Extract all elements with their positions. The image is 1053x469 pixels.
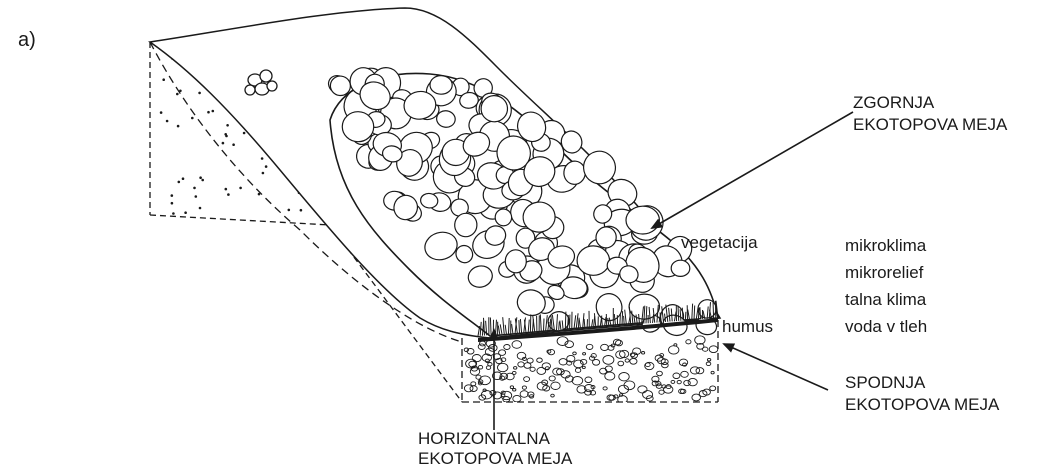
horizontal-boundary-label-line1: HORIZONTALNA bbox=[418, 428, 550, 449]
vegetation-label: vegetacija bbox=[681, 232, 758, 253]
humus-label: humus bbox=[722, 316, 773, 337]
factor-microclimate: mikroklima bbox=[845, 235, 926, 256]
upper-boundary-label-line1: ZGORNJA bbox=[853, 92, 934, 113]
upper-boundary-arrow bbox=[652, 112, 853, 228]
upper-boundary-label-line2: EKOTOPOVA MEJA bbox=[853, 114, 1007, 135]
factor-microrelief: mikrorelief bbox=[845, 262, 923, 283]
lower-boundary-arrow bbox=[724, 344, 828, 390]
horizontal-boundary-label-line2: EKOTOPOVA MEJA bbox=[418, 448, 572, 469]
factor-soil-water: voda v tleh bbox=[845, 316, 927, 337]
panel-label: a) bbox=[18, 30, 36, 51]
lower-boundary-label-line2: EKOTOPOVA MEJA bbox=[845, 394, 999, 415]
factor-soil-climate: talna klima bbox=[845, 289, 926, 310]
soil-pebbles bbox=[464, 336, 718, 404]
lower-boundary-label-line1: SPODNJA bbox=[845, 372, 925, 393]
